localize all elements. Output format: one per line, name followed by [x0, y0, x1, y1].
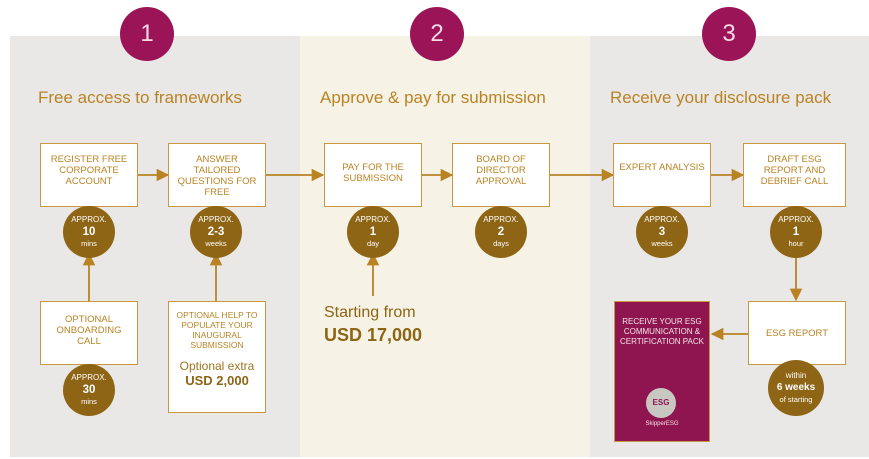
- pay-badge-top: APPROX.: [355, 215, 391, 224]
- pay-badge-unit: day: [366, 239, 380, 248]
- starting-price-label: Starting from: [324, 304, 416, 321]
- register-account-box: REGISTER FREE CORPORATE ACCOUNT: [40, 143, 138, 207]
- esg-report-box: ESG REPORT: [748, 301, 846, 365]
- pack-brand: SkipperESG: [645, 421, 679, 427]
- expert-badge-top: APPROX.: [644, 215, 680, 224]
- step-2-heading: Approve & pay for submission: [320, 88, 546, 107]
- onboarding-call-box: OPTIONAL ONBOARDING CALL: [40, 301, 138, 365]
- register-badge-unit: mins: [81, 239, 97, 248]
- answer-badge-top: APPROX.: [198, 215, 234, 224]
- expert-badge-value: 3: [658, 226, 666, 238]
- board-approval-box: BOARD OF DIRECTOR APPROVAL: [452, 143, 550, 207]
- report-timing-badge: within 6 weeks of starting: [768, 360, 824, 416]
- draft-badge-top: APPROX.: [778, 215, 814, 224]
- step-2-number: 2: [410, 7, 464, 61]
- pay-badge-value: 1: [369, 226, 377, 238]
- esg-seal-icon: ESG: [646, 388, 676, 418]
- board-badge-unit: days: [493, 239, 509, 248]
- step-3-number: 3: [702, 7, 756, 61]
- board-badge-value: 2: [497, 226, 505, 238]
- answer-badge-unit: weeks: [205, 239, 227, 248]
- disclosure-pack-card: RECEIVE YOUR ESG COMMUNICATION & CERTIFI…: [614, 301, 710, 442]
- step-3-heading: Receive your disclosure pack: [610, 88, 832, 107]
- panel-step-2: [300, 36, 590, 457]
- onboarding-badge-unit: mins: [81, 397, 97, 406]
- step-1-heading: Free access to frameworks: [38, 88, 243, 107]
- board-badge-top: APPROX.: [483, 215, 519, 224]
- report-badge-top: within: [785, 371, 807, 380]
- register-duration-badge: APPROX. 10 mins: [63, 206, 115, 258]
- starting-price-value: USD 17,000: [324, 325, 423, 345]
- answer-questions-label: ANSWER TAILORED QUESTIONS FOR FREE: [177, 154, 257, 198]
- register-badge-value: 10: [82, 226, 96, 238]
- optional-help-box: OPTIONAL HELP TO POPULATE YOUR INAUGURAL…: [168, 301, 266, 413]
- onboarding-call-label: OPTIONAL ONBOARDING CALL: [56, 314, 122, 347]
- report-badge-value: 6 weeks: [776, 382, 816, 393]
- optional-extra-label: Optional extra: [179, 359, 255, 373]
- draft-duration-badge: APPROX. 1 hour: [770, 206, 822, 258]
- answer-duration-badge: APPROX. 2-3 weeks: [190, 206, 242, 258]
- onboarding-badge-top: APPROX.: [71, 373, 107, 382]
- register-account-label: REGISTER FREE CORPORATE ACCOUNT: [50, 154, 128, 187]
- register-badge-top: APPROX.: [71, 215, 107, 224]
- onboarding-duration-badge: APPROX. 30 mins: [63, 364, 115, 416]
- expert-badge-unit: weeks: [651, 239, 673, 248]
- draft-badge-value: 1: [792, 226, 800, 238]
- optional-extra-price: USD 2,000: [185, 373, 249, 388]
- draft-report-label: DRAFT ESG REPORT AND DEBRIEF CALL: [760, 154, 829, 187]
- esg-report-label: ESG REPORT: [765, 328, 829, 339]
- pay-duration-badge: APPROX. 1 day: [347, 206, 399, 258]
- pay-submission-label: PAY FOR THE SUBMISSION: [342, 162, 404, 184]
- step-1-number: 1: [120, 7, 174, 61]
- report-badge-unit: of starting: [779, 395, 813, 404]
- draft-badge-unit: hour: [788, 239, 804, 248]
- board-approval-label: BOARD OF DIRECTOR APPROVAL: [475, 154, 527, 187]
- answer-questions-box: ANSWER TAILORED QUESTIONS FOR FREE: [168, 143, 266, 207]
- expert-analysis-box: EXPERT ANALYSIS: [613, 143, 711, 207]
- starting-price: Starting from USD 17,000: [324, 302, 422, 346]
- draft-report-box: DRAFT ESG REPORT AND DEBRIEF CALL: [743, 143, 846, 207]
- optional-help-label: OPTIONAL HELP TO POPULATE YOUR INAUGURAL…: [176, 310, 258, 350]
- expert-analysis-label: EXPERT ANALYSIS: [619, 162, 705, 173]
- esg-seal-text: ESG: [652, 398, 670, 407]
- answer-badge-value: 2-3: [207, 226, 225, 238]
- disclosure-pack-label: RECEIVE YOUR ESG COMMUNICATION & CERTIFI…: [619, 317, 704, 346]
- pay-submission-box: PAY FOR THE SUBMISSION: [324, 143, 422, 207]
- onboarding-badge-value: 30: [82, 384, 96, 396]
- expert-duration-badge: APPROX. 3 weeks: [636, 206, 688, 258]
- board-duration-badge: APPROX. 2 days: [475, 206, 527, 258]
